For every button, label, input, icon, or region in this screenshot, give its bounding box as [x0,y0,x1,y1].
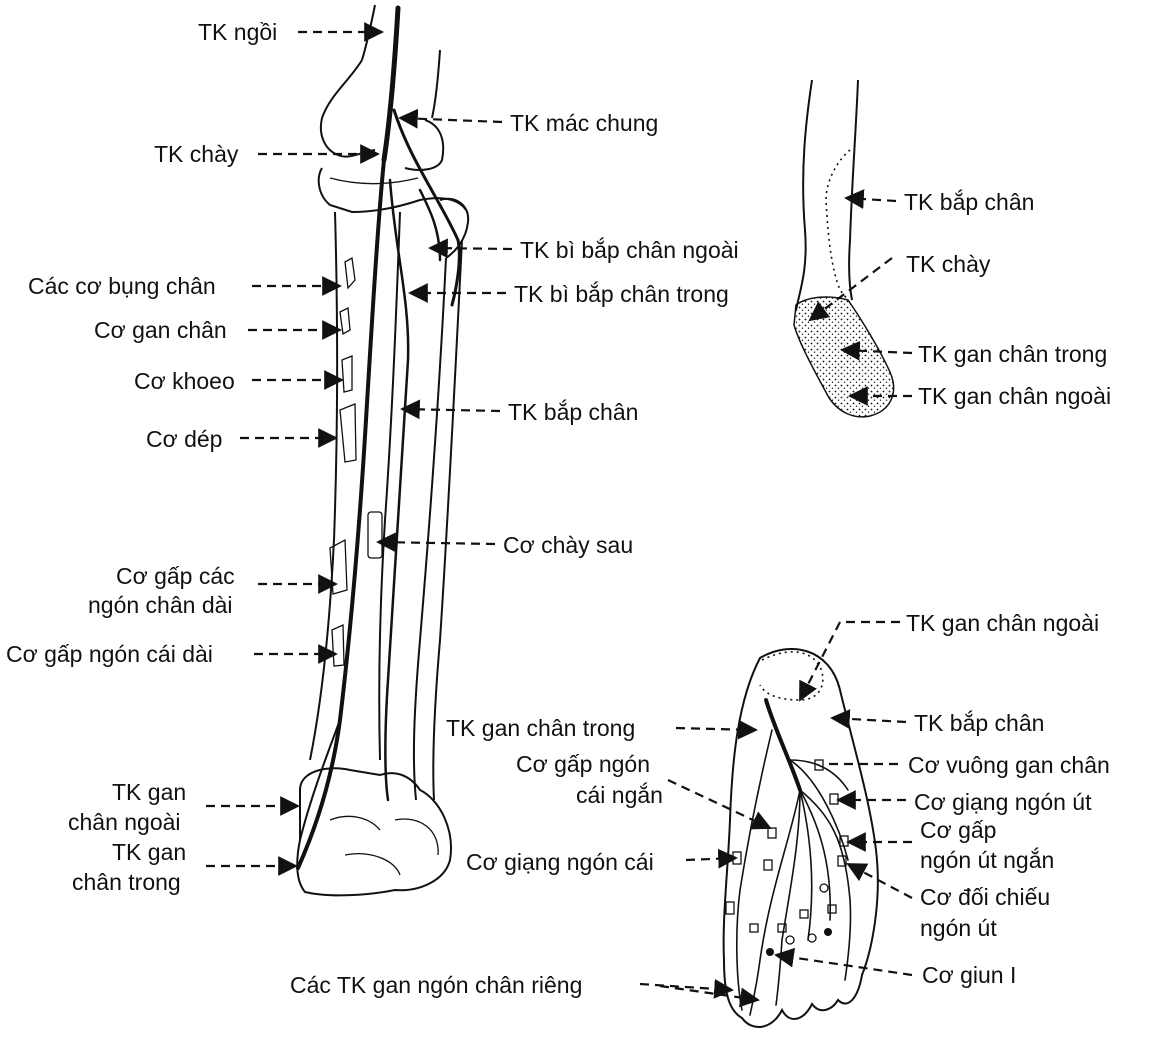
label-tk-gan-chan-trong-line1: TK gan [112,839,186,865]
inset-sole-stippled [794,297,894,417]
foot-label-co-gap-ngon-ut-ngan-line1: Cơ gấp [920,817,996,843]
sciatic-nerve-line [384,8,398,160]
inset-leg-outline [796,80,858,310]
label-tk-gan-chan-ngoai-line2: chân ngoài [68,809,181,835]
foot-label-co-giang-ngon-ut: Cơ giạng ngón út [914,789,1092,815]
foot-label-co-doi-chieu-ngon-ut-line1: Cơ đối chiếu [920,884,1050,910]
inset-label-tk-chay: TK chày [906,251,991,277]
ankle-bones [297,768,451,895]
label-co-gap-cac-ngon-chan-dai-line2: ngón chân dài [88,592,233,618]
foot-label-co-vuong-gan-chan: Cơ vuông gan chân [908,752,1110,778]
inset-tibial-territory [826,150,850,300]
label-tk-ngoi: TK ngồi [198,19,277,45]
leg-drawing [297,5,468,895]
label-tk-chay: TK chày [154,141,239,167]
foot-muscle-markers [726,760,848,956]
foot-sole-outline [724,649,878,1027]
label-tk-bi-bap-chan-ngoai: TK bì bắp chân ngoài [520,237,739,263]
femur-outline [362,5,440,118]
label-co-gan-chan: Cơ gan chân [94,317,227,343]
foot-sole-drawing [724,649,878,1027]
joint-line [330,178,418,184]
foot-label-tk-gan-chan-trong: TK gan chân trong [446,715,635,741]
label-tk-mac-chung: TK mác chung [510,110,658,136]
label-co-gap-cac-ngon-chan-dai-line1: Cơ gấp các [116,563,235,589]
foot-label-tk-gan-chan-ngoai: TK gan chân ngoài [906,610,1099,636]
label-tk-gan-chan-trong-line2: chân trong [72,869,181,895]
foot-label-co-giang-ngon-cai: Cơ giạng ngón cái [466,849,654,875]
label-co-gap-ngon-cai-dai: Cơ gấp ngón cái dài [6,641,213,667]
inset-leg-drawing [794,80,894,417]
foot-labels: TK gan chân ngoài TK gan chân trong TK b… [290,610,1110,1000]
foot-main-nerve [766,700,800,790]
label-tk-gan-chan-ngoai-line1: TK gan [112,779,186,805]
foot-label-co-gap-ngon-ut-ngan-line2: ngón út ngắn [920,847,1054,873]
tibia-shaft [310,212,400,760]
foot-label-tk-bap-chan: TK bắp chân [914,710,1044,736]
foot-label-co-gap-ngon-cai-ngan-line2: cái ngắn [576,782,663,808]
inset-label-tk-bap-chan: TK bắp chân [904,189,1034,215]
label-co-dep: Cơ dép [146,426,222,452]
inset-label-tk-gan-chan-trong: TK gan chân trong [918,341,1107,367]
medial-plantar-nerve-line [300,720,340,840]
label-tk-bap-chan: TK bắp chân [508,399,638,425]
foot-label-co-giun-i: Cơ giun I [922,962,1016,988]
foot-label-cac-tk-gan-ngon-chan-rieng: Các TK gan ngón chân riêng [290,972,582,998]
label-tk-bi-bap-chan-trong: TK bì bắp chân trong [514,281,729,307]
inset-label-tk-gan-chan-ngoai: TK gan chân ngoài [918,383,1111,409]
common-peroneal-nerve-line [394,110,459,305]
foot-label-co-gap-ngon-cai-ngan-line1: Cơ gấp ngón [516,751,650,777]
tarsal-lines [330,816,438,875]
label-co-chay-sau: Cơ chày sau [503,532,633,558]
foot-label-co-doi-chieu-ngon-ut-line2: ngón út [920,915,997,941]
tibial-nerve-line [298,160,384,868]
label-cac-co-bung-chan: Các cơ bụng chân [28,273,216,299]
label-co-khoeo: Cơ khoeo [134,368,235,394]
